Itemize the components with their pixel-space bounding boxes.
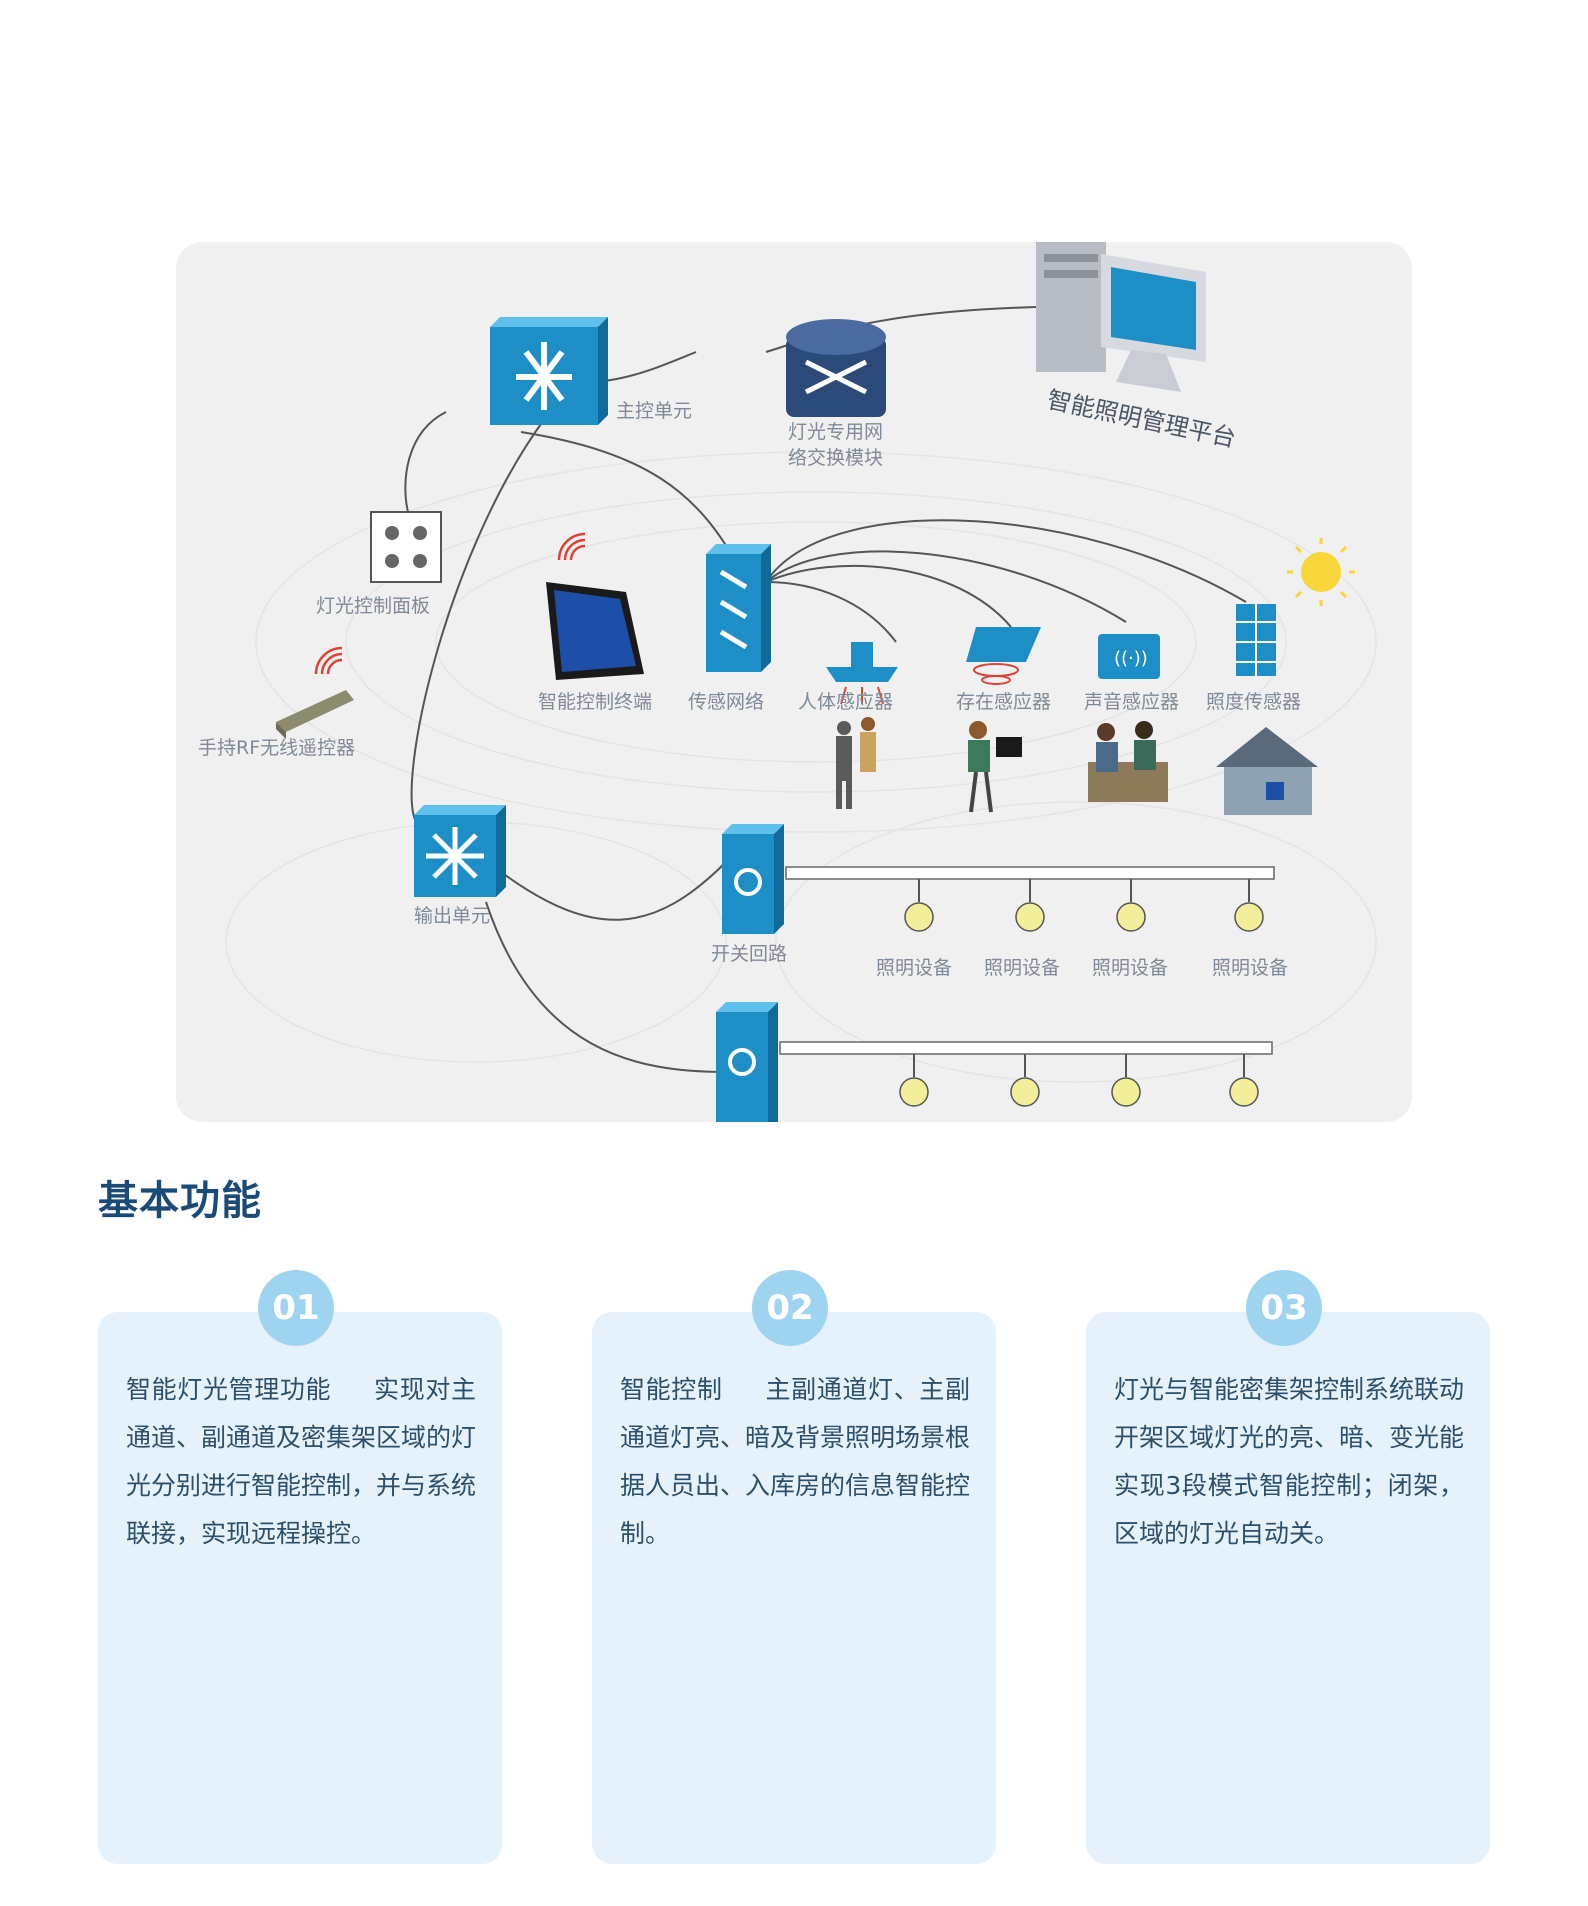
presence-sensor-label: 存在感应器 — [956, 691, 1051, 713]
lighting-device-label-2: 照明设备 — [984, 957, 1060, 979]
terminal-label: 智能控制终端 — [538, 691, 652, 713]
feature-card-1: 01 智能灯光管理功能 实现对主通道、副通道及密集架区域的灯光分别进行智能控制，… — [98, 1270, 502, 1864]
sound-sensor-icon: ((·)) — [1098, 634, 1160, 679]
diagram-svg: 主控单元 灯光专用网 络交换模块 智能照明管理平台 灯光控制面板 — [198, 242, 1377, 1122]
feature-card-3: 03 灯光与智能密集架控制系统联动 开架区域灯光的亮、暗、变光能实现3段模式智能… — [1086, 1270, 1505, 1864]
control-panel-label: 灯光控制面板 — [316, 595, 430, 617]
people-scenes — [836, 717, 1318, 815]
lighting-device-label-1: 照明设备 — [876, 957, 952, 979]
switch-loop-icon-2 — [716, 1002, 778, 1122]
feature-description: 灯光与智能密集架控制系统联动 开架区域灯光的亮、暗、变光能实现3段模式智能控制；… — [1114, 1375, 1505, 1548]
feature-description: 智能控制 主副通道灯、主副通道灯亮、暗及背景照明场景根据人员出、入库房的信息智能… — [620, 1375, 971, 1548]
platform-label: 智能照明管理平台 — [1045, 385, 1239, 452]
main-unit-icon — [490, 317, 608, 425]
sensor-network-label: 传感网络 — [688, 691, 764, 713]
bulb-icon — [1111, 1054, 1141, 1107]
feature-number-badge: 01 — [258, 1270, 334, 1346]
body-sensor-icon — [826, 642, 898, 705]
bulb-icon — [899, 1054, 929, 1107]
bulb-icon — [1116, 879, 1146, 932]
output-unit-icon — [414, 805, 506, 897]
light-sensor-label: 照度传感器 — [1206, 691, 1301, 713]
switch-loop-icon — [722, 824, 784, 934]
bulb-icon — [904, 879, 934, 932]
lighting-rail-1 — [785, 866, 1275, 932]
tablet-icon — [546, 582, 644, 680]
control-panel-icon — [370, 511, 442, 583]
switch-loop-label: 开关回路 — [711, 943, 787, 965]
sun-icon — [1287, 538, 1355, 606]
feature-card-2: 02 智能控制 主副通道灯、主副通道灯亮、暗及背景照明场景根据人员出、入库房的信… — [592, 1270, 996, 1864]
lighting-rail-2 — [779, 1041, 1273, 1107]
section-title: 基本功能 — [98, 1178, 262, 1224]
sensor-network-icon — [706, 544, 771, 672]
sound-sensor-label: 声音感应器 — [1084, 691, 1179, 713]
presence-sensor-icon — [966, 627, 1041, 685]
terminal-signal-icon — [557, 532, 586, 561]
switch-module-label-2: 络交换模块 — [788, 447, 883, 469]
svg-text:((·)): ((·)) — [1114, 648, 1148, 669]
feature-description: 智能灯光管理功能 实现对主通道、副通道及密集架区域的灯光分别进行智能控制，并与系… — [126, 1375, 477, 1548]
light-sensor-icon — [1236, 604, 1276, 676]
body-sensor-label: 人体感应器 — [798, 691, 893, 713]
bulb-icon — [1229, 1054, 1259, 1107]
system-diagram: 主控单元 灯光专用网 络交换模块 智能照明管理平台 灯光控制面板 — [176, 242, 1412, 1122]
lighting-device-label-3: 照明设备 — [1092, 957, 1168, 979]
lighting-device-label-4: 照明设备 — [1212, 957, 1288, 979]
switch-module-icon — [786, 319, 886, 417]
remote-label: 手持RF无线遥控器 — [198, 737, 355, 759]
bulb-icon — [1010, 1054, 1040, 1107]
feature-number-badge: 03 — [1246, 1270, 1322, 1346]
connection-lines — [404, 306, 1247, 1073]
switch-module-label-1: 灯光专用网 — [788, 421, 883, 443]
wifi-signal-icon — [314, 646, 343, 675]
feature-number-badge: 02 — [752, 1270, 828, 1346]
bulb-icon — [1015, 879, 1045, 932]
bulb-icon — [1234, 879, 1264, 932]
remote-icon — [276, 690, 354, 739]
main-unit-label: 主控单元 — [616, 400, 692, 422]
background-swirls — [225, 451, 1377, 1083]
output-unit-label: 输出单元 — [414, 905, 490, 927]
computer-icon — [1036, 242, 1206, 392]
